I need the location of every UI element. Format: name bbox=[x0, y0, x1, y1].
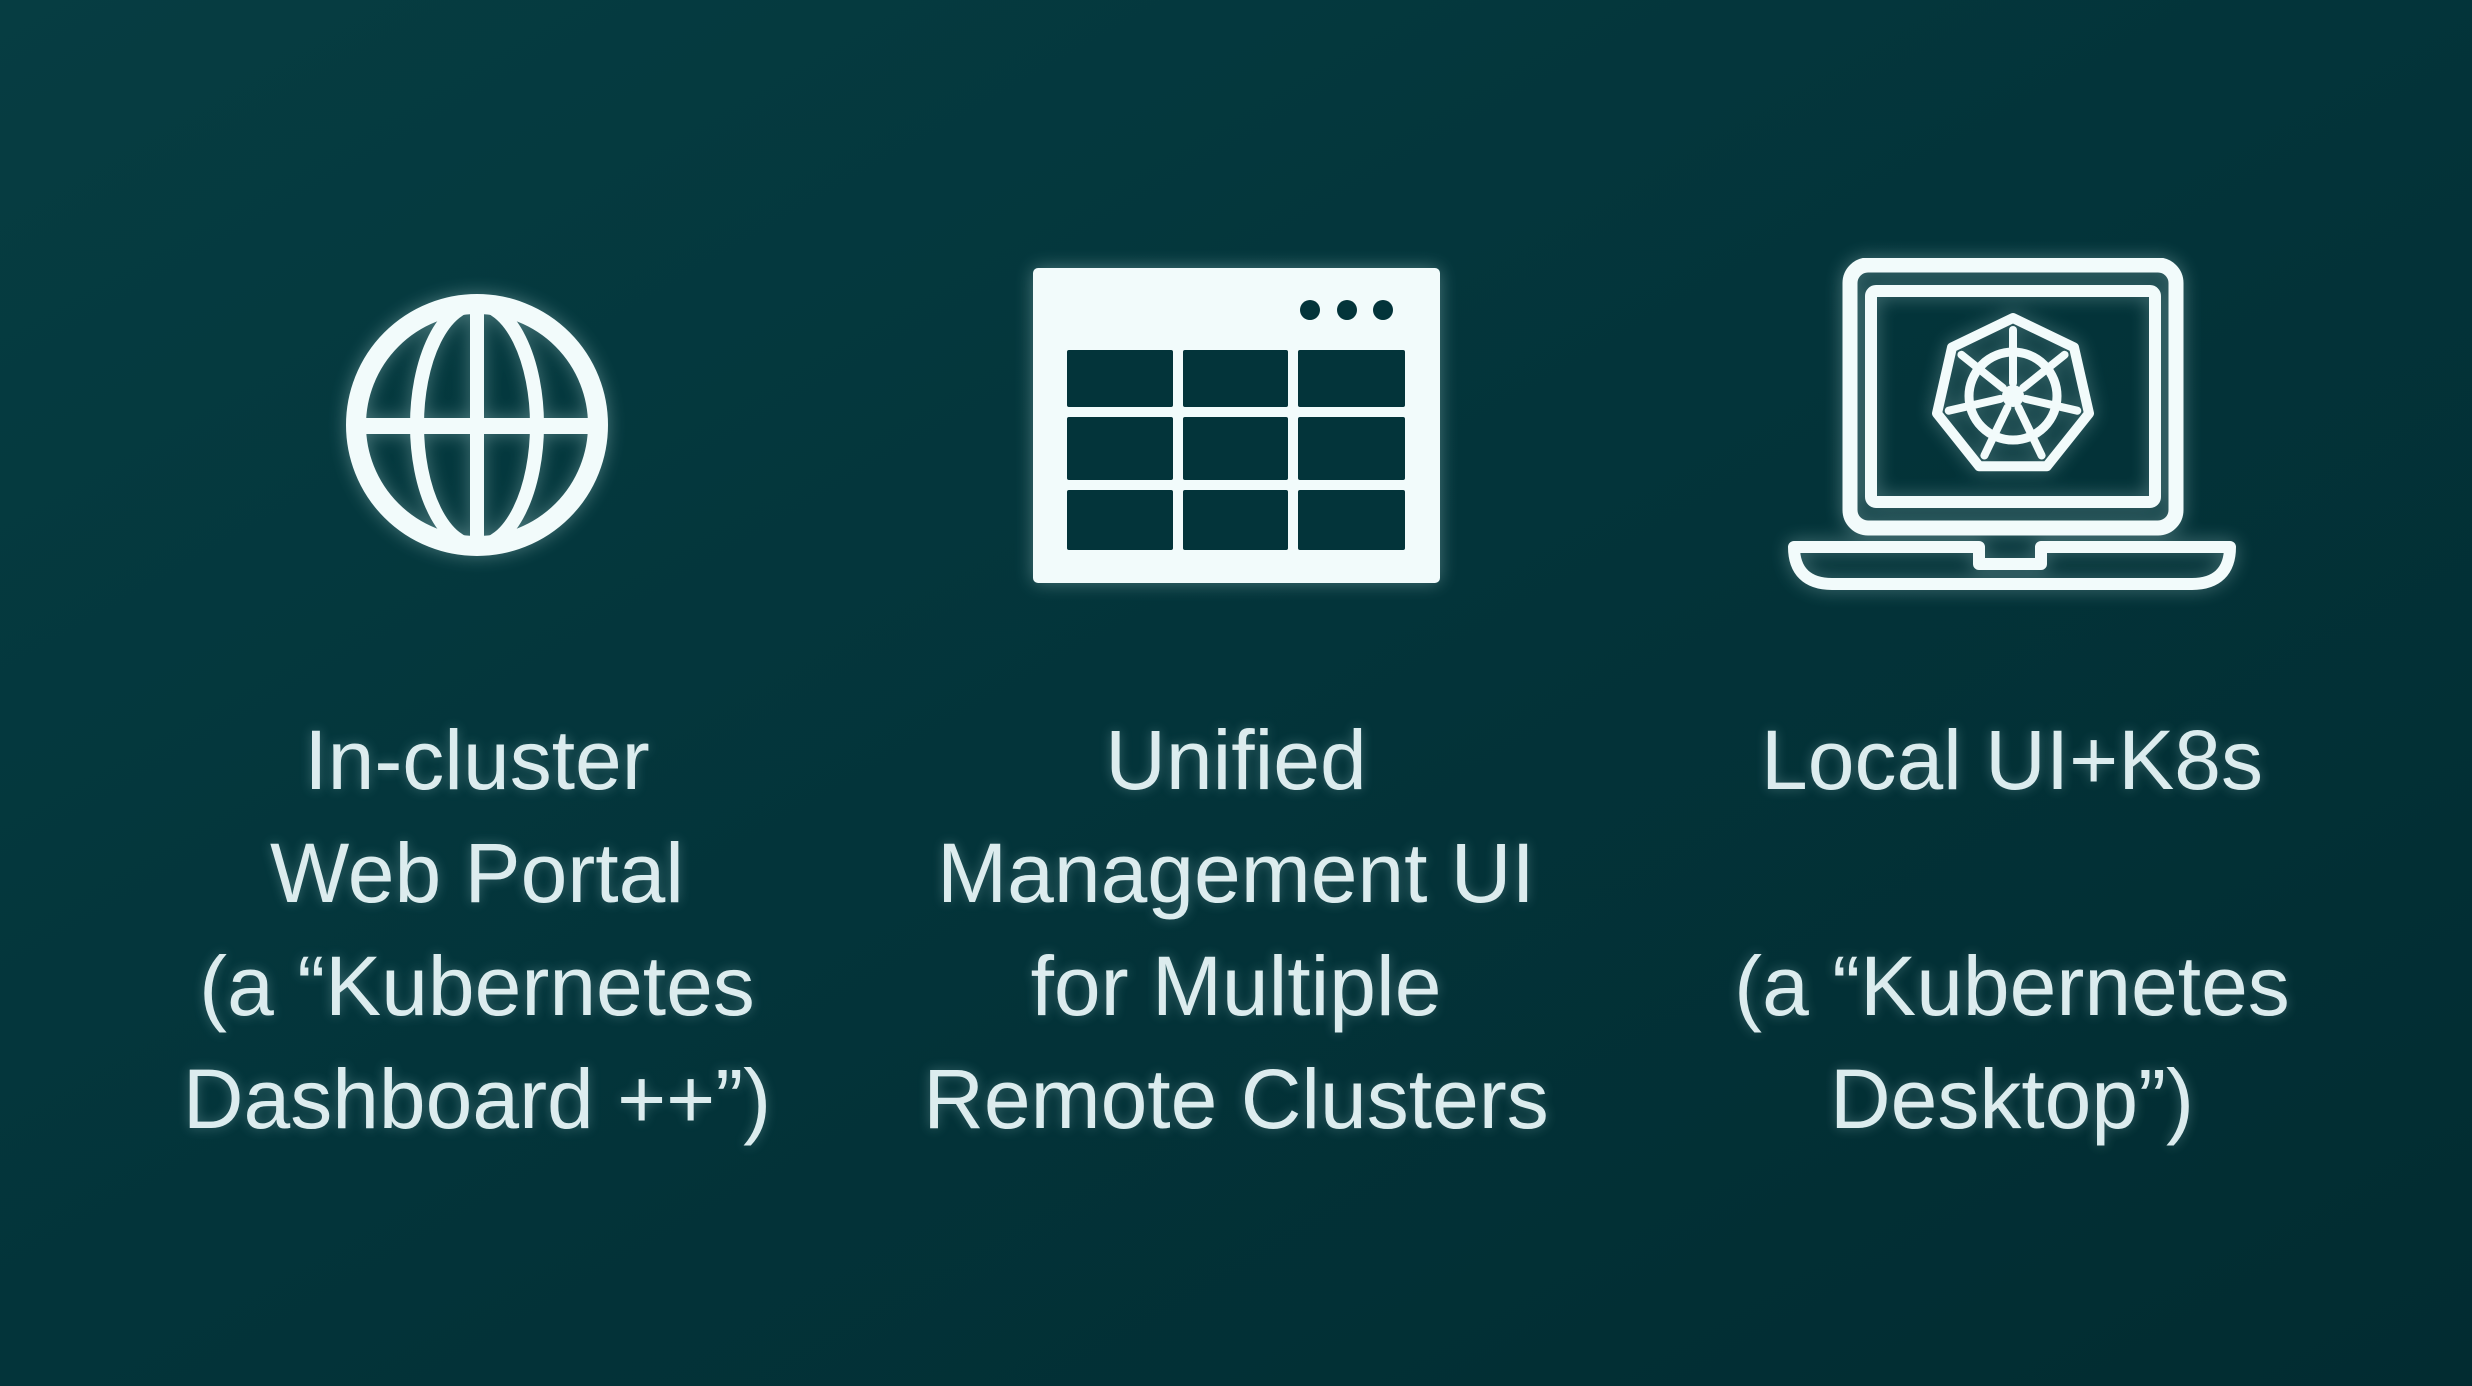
caption-line: Web Portal bbox=[270, 826, 684, 920]
caption-line: In-cluster bbox=[304, 713, 650, 807]
laptop-kubernetes-icon bbox=[1788, 257, 2236, 590]
globe-icon-area bbox=[117, 255, 837, 595]
caption-line: for Multiple bbox=[1030, 939, 1442, 1033]
caption-unified-management: Unified Management UI for Multiple Remot… bbox=[876, 704, 1596, 1156]
caption-line: Unified bbox=[1105, 713, 1367, 807]
feature-column-web-portal: In-cluster Web Portal (a “Kubernetes Das… bbox=[117, 255, 837, 1156]
table-window-icon bbox=[1032, 267, 1440, 583]
caption-line: (a “Kubernetes bbox=[1734, 939, 2290, 1033]
feature-column-unified-management: Unified Management UI for Multiple Remot… bbox=[876, 255, 1596, 1156]
table-window-icon-area bbox=[876, 255, 1596, 595]
caption-local-desktop: Local UI+K8s (a “Kubernetes Desktop”) bbox=[1652, 704, 2372, 1156]
caption-line-spacer bbox=[1652, 817, 2372, 930]
laptop-icon-area bbox=[1652, 255, 2372, 595]
caption-line: Desktop”) bbox=[1829, 1052, 2195, 1146]
caption-line: Local UI+K8s bbox=[1761, 713, 2263, 807]
table-grid-cells bbox=[1066, 349, 1405, 550]
laptop-base bbox=[1788, 540, 2236, 590]
caption-line: (a “Kubernetes bbox=[199, 939, 755, 1033]
helm-spokes bbox=[1944, 325, 2082, 459]
feature-column-local-desktop: Local UI+K8s (a “Kubernetes Desktop”) bbox=[1652, 255, 2372, 1156]
laptop-screen bbox=[1865, 284, 2161, 508]
caption-line: Dashboard ++”) bbox=[182, 1052, 772, 1146]
caption-line: Remote Clusters bbox=[923, 1052, 1549, 1146]
laptop-lid bbox=[1842, 257, 2184, 535]
window-menu-dots-icon bbox=[1299, 299, 1393, 320]
caption-line: Management UI bbox=[937, 826, 1535, 920]
caption-web-portal: In-cluster Web Portal (a “Kubernetes Das… bbox=[117, 704, 837, 1156]
kubernetes-logo-icon bbox=[1932, 312, 2094, 471]
globe-icon bbox=[346, 294, 608, 556]
